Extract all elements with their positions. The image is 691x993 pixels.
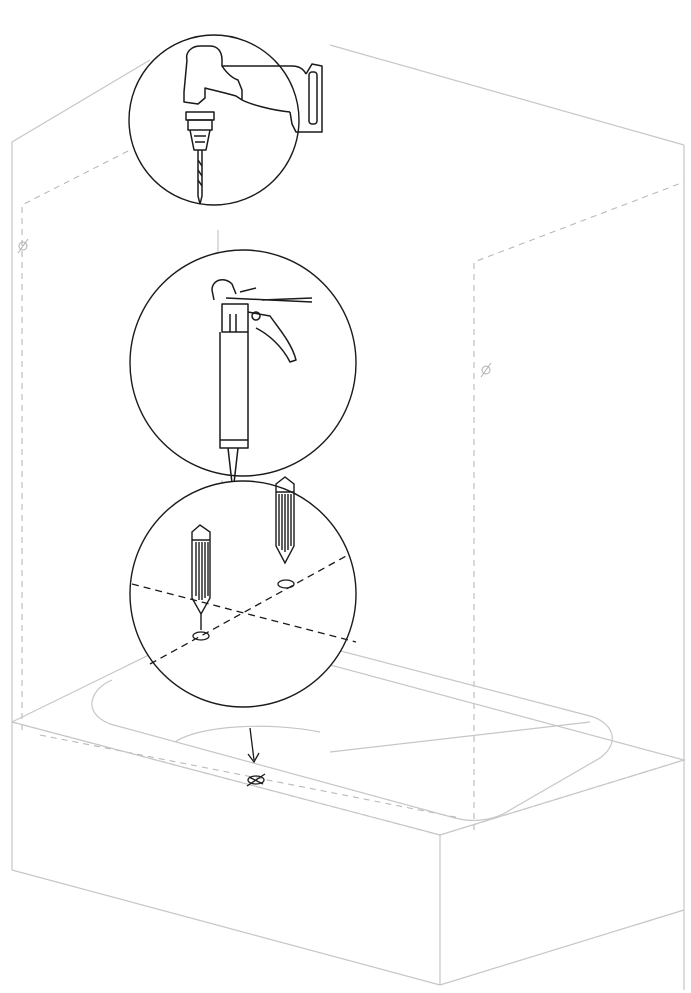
wall-enclosure bbox=[11, 44, 685, 990]
wall-plug-icon bbox=[275, 476, 295, 565]
drill-hole-icon bbox=[192, 579, 295, 641]
wall-plug-detail bbox=[129, 476, 357, 708]
bathtub bbox=[11, 629, 687, 986]
arrow-down-icon bbox=[247, 727, 260, 764]
wall-drill-mark-icon bbox=[17, 238, 492, 378]
caulking-gun-icon bbox=[211, 279, 313, 493]
caulking-gun-detail bbox=[129, 249, 357, 493]
wall-plug-icon bbox=[191, 524, 211, 630]
drill-guide-lines bbox=[131, 554, 357, 665]
drill-detail bbox=[128, 34, 323, 206]
drill-icon bbox=[183, 45, 323, 205]
screen-panel-outlines bbox=[11, 149, 685, 836]
rim-drill-mark-icon bbox=[246, 773, 266, 787]
